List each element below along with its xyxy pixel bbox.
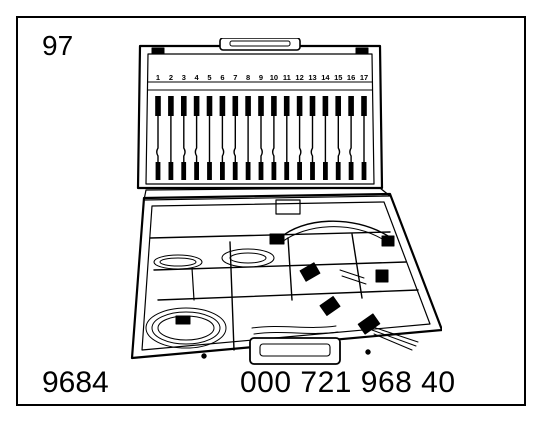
adapter-cable-11 bbox=[283, 96, 290, 180]
slot-label-3: 3 bbox=[182, 73, 186, 82]
adapter-cable-3 bbox=[181, 96, 187, 180]
adapter-cable-9 bbox=[258, 96, 264, 180]
case-lid bbox=[136, 38, 384, 190]
adapter-cable-16 bbox=[348, 96, 354, 180]
adapter-cable-4 bbox=[193, 96, 200, 180]
adapter-cable-6 bbox=[219, 96, 226, 180]
slot-label-10: 10 bbox=[270, 73, 278, 82]
adapter-cable-12 bbox=[296, 96, 303, 180]
slot-label-5: 5 bbox=[207, 73, 211, 82]
adapter-cable-rack bbox=[155, 96, 367, 180]
slot-label-6: 6 bbox=[220, 73, 224, 82]
slot-label-15: 15 bbox=[334, 73, 342, 82]
adapter-cable-8 bbox=[245, 96, 251, 180]
slot-label-8: 8 bbox=[246, 73, 250, 82]
slot-label-9: 9 bbox=[259, 73, 263, 82]
drawing-code: 9684 bbox=[42, 366, 109, 399]
part-number: 000 721 968 40 bbox=[240, 366, 456, 399]
slot-label-1: 1 bbox=[156, 73, 160, 82]
adapter-cable-13 bbox=[309, 96, 316, 180]
adapter-cable-1 bbox=[155, 96, 161, 180]
figure-number: 97 bbox=[42, 30, 74, 61]
slot-label-17: 17 bbox=[360, 73, 368, 82]
slot-label-16: 16 bbox=[347, 73, 355, 82]
slot-label-12: 12 bbox=[295, 73, 303, 82]
adapter-cable-5 bbox=[206, 96, 213, 180]
adapter-cable-10 bbox=[271, 96, 277, 180]
tray-contents bbox=[145, 220, 419, 351]
adapter-cable-2 bbox=[168, 96, 174, 180]
slot-label-11: 11 bbox=[283, 73, 291, 82]
adapter-cable-7 bbox=[232, 96, 239, 180]
adapter-cable-17 bbox=[361, 96, 367, 180]
slot-label-2: 2 bbox=[169, 73, 173, 82]
adapter-cable-14 bbox=[322, 96, 329, 180]
slot-label-13: 13 bbox=[308, 73, 316, 82]
slot-label-4: 4 bbox=[195, 73, 200, 82]
adapter-cable-15 bbox=[335, 96, 341, 180]
slot-label-14: 14 bbox=[321, 73, 330, 82]
case-base bbox=[130, 187, 442, 365]
slot-label-7: 7 bbox=[233, 73, 237, 82]
